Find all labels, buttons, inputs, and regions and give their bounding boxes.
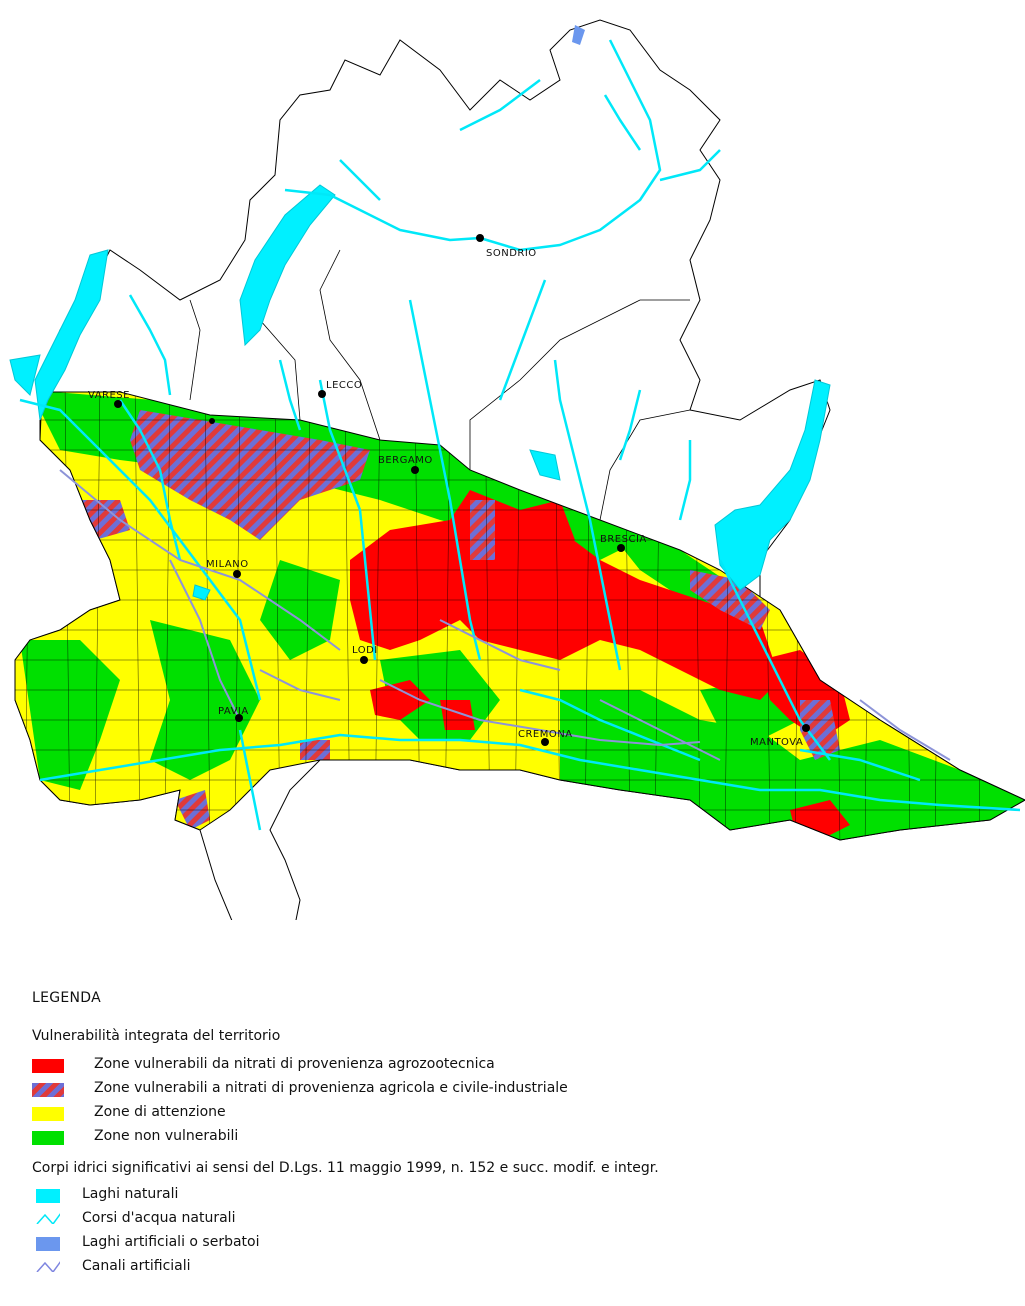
artificial-canals — [59, 469, 951, 761]
legend-title: LEGENDA — [32, 990, 102, 1006]
natural-rivers — [19, 39, 1021, 831]
natural-lakes — [9, 184, 831, 601]
legend-item-agrozootecnica: Zone vulnerabili da nitrati di provenien… — [32, 1056, 932, 1076]
canal-line-icon — [36, 1261, 60, 1272]
city-lodi: LODI — [352, 645, 378, 656]
city-cremona: CREMONA — [518, 729, 573, 740]
lombardy-vulnerability-map: VARESE LECCO SONDRIO BERGAMO BRESCIA MIL… — [9, 19, 1025, 920]
legend-item-natural-rivers: Corsi d'acqua naturali — [32, 1210, 932, 1230]
cyan-swatch — [36, 1189, 60, 1203]
legend-item-civile-industriale: Zone vulnerabili a nitrati di provenienz… — [32, 1080, 932, 1100]
red-swatch — [32, 1059, 64, 1073]
legend-section-water-bodies: Corpi idrici significativi ai sensi del … — [32, 1160, 659, 1176]
legend-item-non-vulnerabili: Zone non vulnerabili — [32, 1128, 932, 1148]
city-mantova: MANTOVA — [750, 737, 803, 748]
city-markers: VARESE LECCO SONDRIO BERGAMO BRESCIA MIL… — [88, 234, 810, 748]
legend-item-artificial-canals: Canali artificiali — [32, 1258, 932, 1278]
city-milano: MILANO — [206, 559, 249, 570]
legend-section-vulnerability: Vulnerabilità integrata del territorio — [32, 1028, 281, 1044]
legend-item-natural-lakes: Laghi naturali — [32, 1186, 932, 1206]
city-lecco: LECCO — [326, 380, 362, 391]
city-sondrio: SONDRIO — [486, 248, 537, 259]
green-swatch — [32, 1131, 64, 1145]
blue-swatch — [36, 1237, 60, 1251]
city-brescia: BRESCIA — [600, 534, 647, 545]
river-line-icon — [36, 1213, 60, 1224]
hatch-swatch — [32, 1083, 64, 1097]
city-bergamo: BERGAMO — [378, 455, 433, 466]
yellow-swatch — [32, 1107, 64, 1121]
city-varese: VARESE — [88, 390, 130, 401]
legend-item-attenzione: Zone di attenzione — [32, 1104, 932, 1124]
legend-item-artificial-lakes: Laghi artificiali o serbatoi — [32, 1234, 932, 1254]
artificial-lake — [572, 25, 585, 45]
city-pavia: PAVIA — [218, 706, 249, 717]
